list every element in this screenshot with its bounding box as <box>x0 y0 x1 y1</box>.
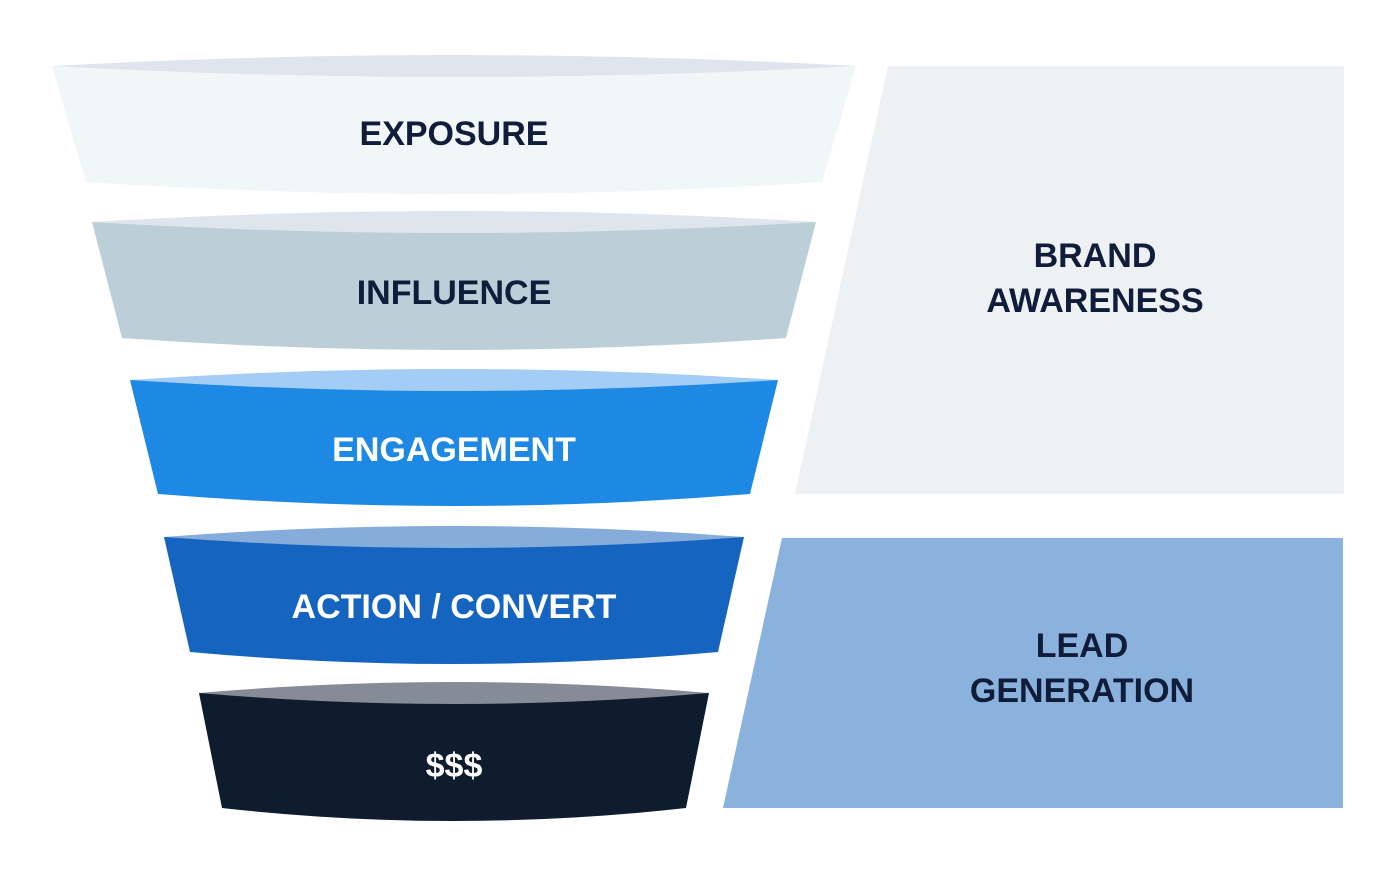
funnel-stage-action-convert-label: ACTION / CONVERT <box>292 588 617 626</box>
panel-brand-awareness-line-1: BRAND <box>1034 237 1157 275</box>
panel-lead-generation-shape <box>723 538 1343 808</box>
panel-lead-generation: LEAD GENERATION <box>723 538 1343 808</box>
funnel-stage-influence-body <box>92 222 816 350</box>
panel-lead-generation-line-2: GENERATION <box>970 672 1194 710</box>
funnel-stage-money-rim <box>199 682 709 704</box>
funnel-stage-money-label: $$$ <box>426 747 483 785</box>
funnel-stage-engagement: ENGAGEMENT <box>130 369 778 506</box>
funnel-stage-action-convert-body <box>164 537 744 664</box>
funnel-stage-engagement-rim <box>130 369 778 391</box>
panel-brand-awareness: BRAND AWARENESS <box>795 66 1344 494</box>
funnel-stage-exposure-body <box>52 66 856 194</box>
funnel-stage-money-body <box>199 693 709 821</box>
panel-brand-awareness-shape <box>795 66 1344 494</box>
funnel-stage-influence-rim <box>92 211 816 233</box>
funnel-stage-action-convert-rim <box>164 526 744 548</box>
funnel-stage-engagement-label: ENGAGEMENT <box>332 431 576 469</box>
funnel-stage-engagement-body <box>130 380 778 506</box>
funnel-stage-influence-label: INFLUENCE <box>357 274 552 312</box>
panel-lead-generation-line-1: LEAD <box>1036 627 1129 665</box>
funnel-stage-exposure-rim <box>52 55 856 77</box>
funnel-stage-influence: INFLUENCE <box>92 211 816 350</box>
funnel-stage-exposure-label: EXPOSURE <box>360 115 549 153</box>
funnel-stage-action-convert: ACTION / CONVERT <box>164 526 744 664</box>
panel-brand-awareness-line-2: AWARENESS <box>986 282 1203 320</box>
funnel-stage-exposure: EXPOSURE <box>52 55 856 194</box>
funnel-stage-money: $$$ <box>199 682 709 821</box>
